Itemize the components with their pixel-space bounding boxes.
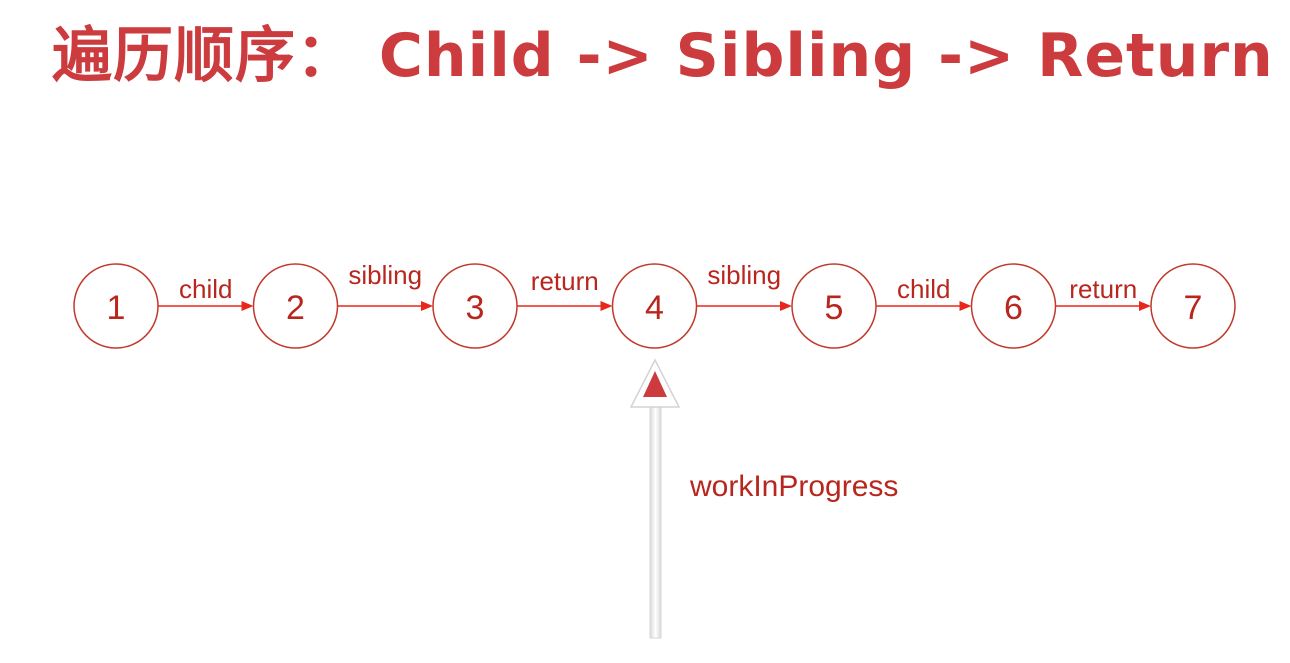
node-4: 4	[611, 263, 698, 349]
edge-4-5: sibling	[696, 260, 792, 311]
work-in-progress-pointer: workInProgress	[629, 358, 898, 639]
edge-label: child	[179, 274, 232, 304]
node-3: 3	[432, 263, 518, 349]
node-1: 1	[73, 263, 159, 349]
edge-5-6: child	[876, 274, 972, 311]
node-circle	[970, 263, 1057, 349]
node-6: 6	[970, 263, 1057, 349]
node-circle	[791, 263, 877, 349]
nodes-layer: 1 2 3 4 5 6 7	[73, 263, 1236, 349]
edge-arrowhead	[780, 301, 792, 311]
edge-arrowhead	[1139, 301, 1151, 311]
edges-layer: child sibling return sibling child return	[158, 260, 1151, 311]
node-label: 1	[107, 289, 126, 327]
edge-arrowhead	[241, 301, 254, 311]
edge-1-2: child	[158, 274, 254, 311]
node-circle	[611, 263, 698, 349]
edge-arrowhead	[600, 301, 613, 311]
node-label: 7	[1184, 289, 1203, 327]
edge-arrowhead	[421, 301, 433, 311]
node-7: 7	[1150, 263, 1236, 349]
node-5: 5	[791, 263, 877, 349]
edge-6-7: return	[1055, 274, 1151, 311]
node-circle	[73, 263, 159, 349]
node-label: 3	[466, 289, 485, 327]
node-2: 2	[252, 263, 339, 349]
pointer-arrowhead	[643, 371, 667, 397]
node-circle	[252, 263, 339, 349]
node-label: 4	[645, 289, 664, 327]
edge-label: child	[897, 274, 950, 304]
pointer-shaft	[649, 397, 662, 639]
page-title: 遍历顺序： Child -> Sibling -> Return	[52, 21, 1274, 91]
node-label: 6	[1004, 289, 1023, 327]
edge-arrowhead	[959, 301, 972, 311]
edge-3-4: return	[517, 266, 613, 311]
node-circle	[432, 263, 518, 349]
node-label: 5	[825, 289, 844, 327]
node-label: 2	[286, 289, 305, 327]
edge-2-3: sibling	[337, 260, 433, 311]
node-circle	[1150, 263, 1236, 349]
edge-label: return	[531, 266, 599, 296]
edge-label: sibling	[707, 260, 781, 290]
edge-label: return	[1069, 274, 1137, 304]
edge-label: sibling	[348, 260, 422, 290]
pointer-label: workInProgress	[689, 470, 898, 503]
